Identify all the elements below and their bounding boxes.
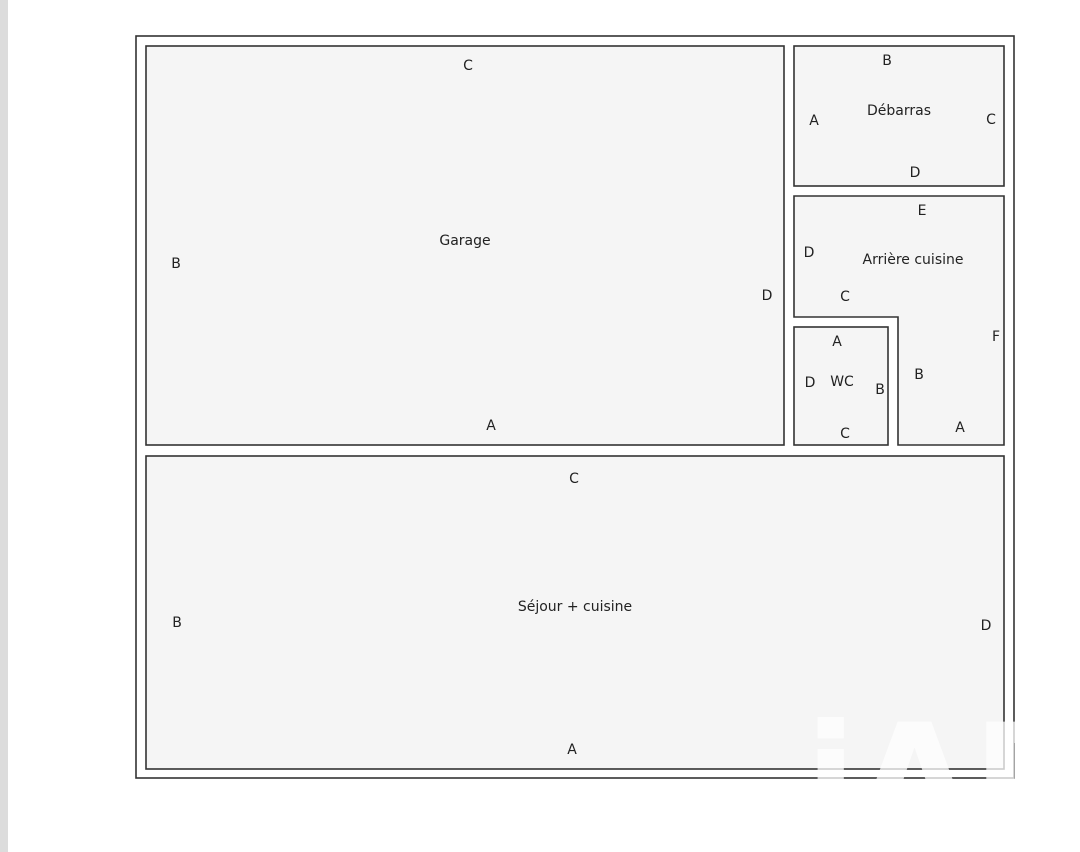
arriere-cuisine-label: Arrière cuisine	[863, 252, 964, 268]
debarras-label: Débarras	[867, 103, 931, 119]
wall-label: A	[567, 742, 577, 758]
wall-label: D	[910, 165, 921, 181]
wall-label: C	[569, 471, 579, 487]
wall-label: F	[992, 329, 1000, 345]
wall-label: B	[875, 382, 885, 398]
wall-label: B	[171, 256, 181, 272]
wall-label: B	[882, 53, 892, 69]
wall-label: C	[840, 289, 850, 305]
scrollbar-edge	[0, 0, 8, 852]
room-sejour-cuisine[interactable]: Séjour + cuisine C B D A	[145, 455, 1005, 770]
wall-label: D	[981, 618, 992, 634]
wall-label: C	[986, 112, 996, 128]
wall-label: C	[463, 58, 473, 74]
wc-shape	[793, 326, 889, 446]
watermark-logo: iAD	[805, 693, 1080, 852]
wall-label: B	[172, 615, 182, 631]
wall-label: D	[762, 288, 773, 304]
wall-label: E	[918, 203, 927, 219]
garage-label: Garage	[439, 233, 490, 249]
arriere-cuisine-shape	[793, 195, 1005, 446]
room-garage[interactable]: Garage C B D A	[145, 45, 785, 446]
wall-label: C	[840, 426, 850, 442]
room-arriere-cuisine[interactable]: Arrière cuisine E D C F B A	[793, 195, 1005, 446]
wall-label: A	[486, 418, 496, 434]
wall-label: D	[805, 375, 816, 391]
wc-label: WC	[830, 374, 854, 390]
garage-shape	[145, 45, 785, 446]
room-debarras[interactable]: Débarras B A C D	[793, 45, 1005, 187]
wall-label: A	[832, 334, 842, 350]
wall-label: A	[809, 113, 819, 129]
wall-label: A	[955, 420, 965, 436]
wall-label: B	[914, 367, 924, 383]
sejour-shape	[145, 455, 1005, 770]
sejour-label: Séjour + cuisine	[518, 599, 632, 615]
room-wc[interactable]: WC A D B C	[793, 326, 889, 446]
debarras-shape	[793, 45, 1005, 187]
wall-label: D	[804, 245, 815, 261]
